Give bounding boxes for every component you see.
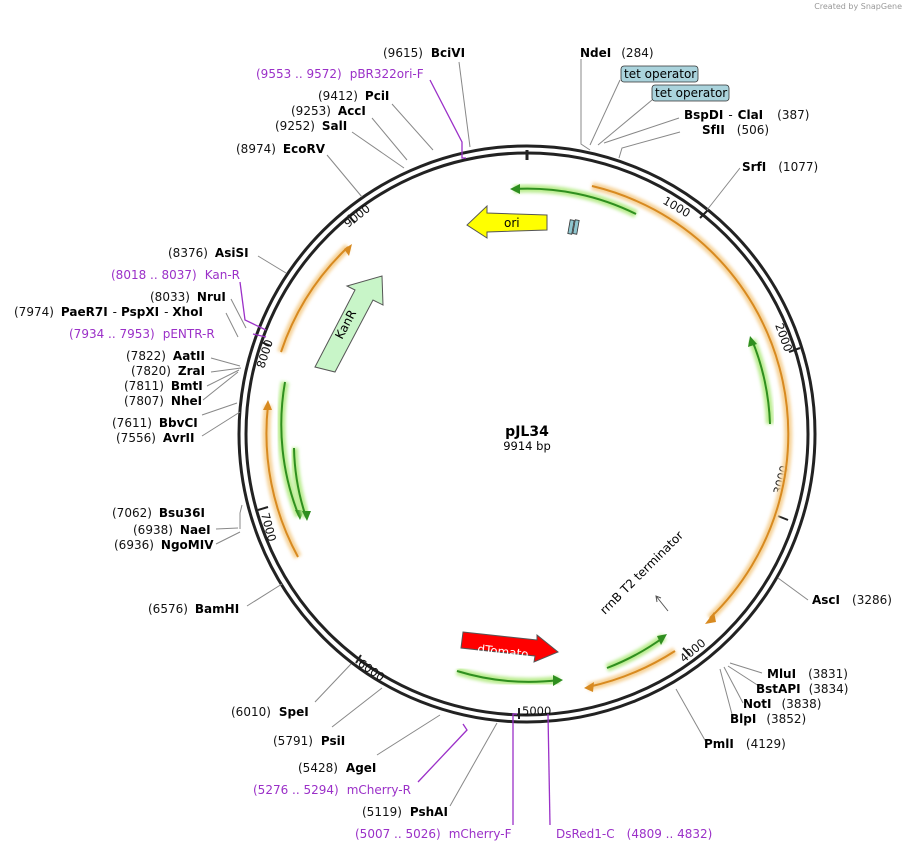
kanr-feature: KanR xyxy=(314,275,384,373)
tick-5000: 5000 xyxy=(522,704,551,718)
plasmid-size: 9914 bp xyxy=(503,439,551,453)
ori-label: ori xyxy=(504,216,520,230)
site-sfii: SfII(506) xyxy=(702,123,769,137)
site-ecorv: (8974)EcoRV xyxy=(236,142,326,156)
ori-feature: ori xyxy=(466,204,548,239)
ticks xyxy=(257,209,801,719)
site-aatii: (7822)AatII xyxy=(126,349,205,363)
snapgene-credit: Created by SnapGene xyxy=(814,2,902,11)
site-asisi: (8376)AsiSI xyxy=(168,246,249,260)
site-bmti: (7811)BmtI xyxy=(124,379,203,393)
site-bsu36i: (7062)Bsu36I xyxy=(112,506,205,520)
dtomato-feature: dTomato xyxy=(460,631,559,663)
site-paer7i: (7974)PaeR7I-PspXI-XhoI xyxy=(14,305,203,319)
tick-8000: 8000 xyxy=(254,338,276,370)
primer-kan-r: (8018 .. 8037)Kan-R xyxy=(111,268,240,282)
rrnb-terminator: rrnB T2 terminator xyxy=(597,528,686,617)
site-ndei: NdeI(284) xyxy=(580,46,654,60)
tet-operator-label-2: tet operator xyxy=(655,86,727,100)
tick-6000: 6000 xyxy=(355,656,387,684)
orf-arcs xyxy=(262,182,793,692)
primer-leaders xyxy=(239,79,551,826)
site-sali: (9252)SalI xyxy=(275,119,347,133)
site-nhei: (7807)NheI xyxy=(124,394,202,408)
site-blpi: BlpI(3852) xyxy=(730,712,806,726)
site-asci: AscI(3286) xyxy=(812,593,892,607)
site-agei: (5428)AgeI xyxy=(298,761,376,775)
primer-mcherry-f: (5007 .. 5026)mCherry-F xyxy=(355,827,512,841)
rrnb-label: rrnB T2 terminator xyxy=(597,528,686,617)
tet-operator-marks xyxy=(567,219,580,235)
site-ngomiv: (6936)NgoMIV xyxy=(114,538,214,552)
site-avrii: (7556)AvrII xyxy=(116,431,194,445)
site-pmli: PmlI(4129) xyxy=(704,737,786,751)
primer-pbr322ori-f: (9553 .. 9572)pBR322ori-F xyxy=(256,67,424,81)
primer-labels: (9553 .. 9572)pBR322ori-F (8018 .. 8037)… xyxy=(69,67,712,841)
site-pshai: (5119)PshAI xyxy=(362,805,448,819)
site-acci: (9253)AccI xyxy=(291,104,366,118)
site-labels: (9615)BciVI NdeI(284) (9412)PciI (9253)A… xyxy=(14,46,892,819)
tet-operator-label-1: tet operator xyxy=(624,67,696,81)
site-spei: (6010)SpeI xyxy=(231,705,309,719)
site-srfi: SrfI(1077) xyxy=(742,160,818,174)
site-bbvci: (7611)BbvCI xyxy=(112,416,198,430)
tick-9000: 9000 xyxy=(341,201,373,230)
primer-pentr-r: (7934 .. 7953)pENTR-R xyxy=(69,327,215,341)
site-bspdi: BspDI-ClaI(387) xyxy=(684,108,809,122)
site-bamhi: (6576)BamHI xyxy=(148,602,239,616)
site-bcivi: (9615)BciVI xyxy=(383,46,465,60)
site-bstapi: BstAPI(3834) xyxy=(756,682,848,696)
site-pcii: (9412)PciI xyxy=(318,89,389,103)
site-noti: NotI(3838) xyxy=(743,697,821,711)
site-leaders xyxy=(201,59,809,807)
plasmid-name: pJL34 xyxy=(505,424,549,440)
primer-mcherry-r: (5276 .. 5294)mCherry-R xyxy=(253,783,411,797)
site-zrai: (7820)ZraI xyxy=(131,364,205,378)
primer-dsred1-c: DsRed1-C(4809 .. 4832) xyxy=(556,827,712,841)
tet-operator-labels: tet operator tet operator xyxy=(620,65,730,102)
site-psti: (5791)PsiI xyxy=(273,734,345,748)
site-mlui: MluI(3831) xyxy=(767,667,848,681)
backbone xyxy=(237,144,817,724)
dtomato-label: dTomato xyxy=(477,642,530,661)
site-nrui: (8033)NruI xyxy=(150,290,226,304)
green-arcs xyxy=(277,184,774,686)
site-naei: (6938)NaeI xyxy=(133,523,211,537)
